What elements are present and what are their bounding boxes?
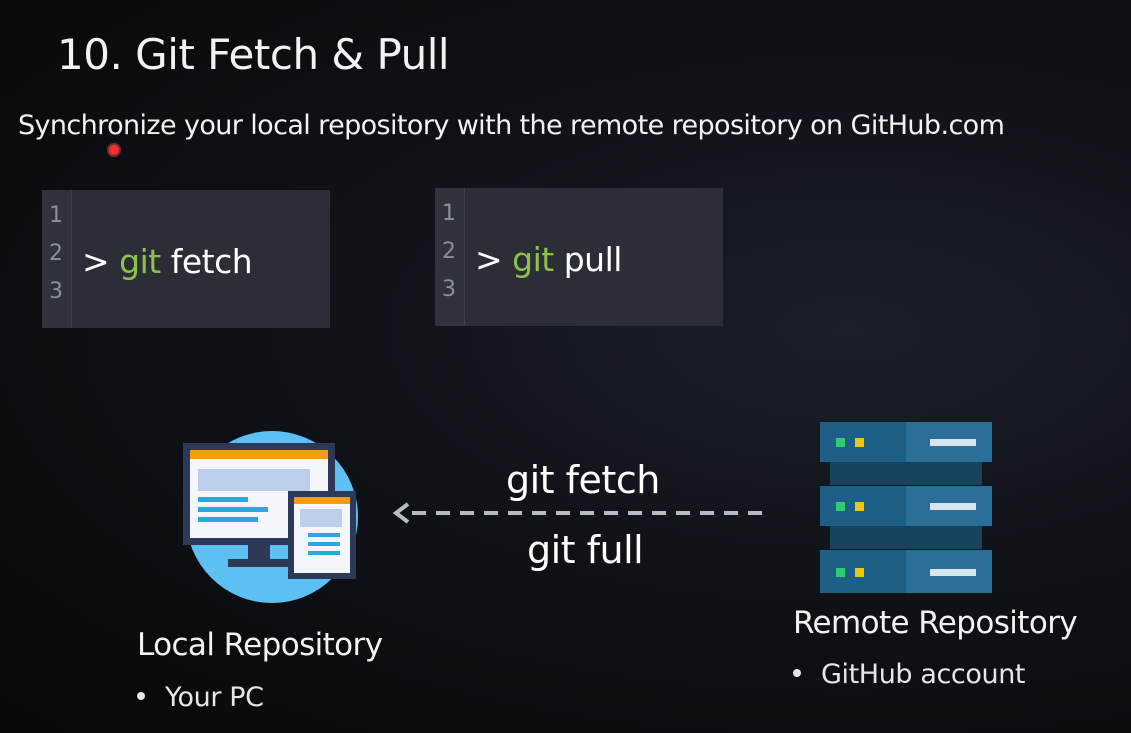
computer-icon (183, 431, 358, 603)
code-keyword: git (512, 240, 554, 279)
code-command: > git pull (475, 240, 622, 279)
code-command: > git fetch (82, 242, 253, 281)
code-prompt: > (475, 240, 503, 279)
local-repo-title: Local Repository (137, 627, 383, 663)
code-subcommand: pull (563, 240, 623, 279)
code-block-fetch: 1 2 3 > git fetch (42, 190, 330, 328)
remote-repo-bullet-text: GitHub account (821, 659, 1026, 690)
code-subcommand: fetch (170, 242, 253, 281)
bullet-dot (137, 691, 145, 700)
local-repo-bullet: Your PC (137, 682, 264, 713)
code-gutter (42, 190, 72, 328)
line-number: 3 (49, 279, 63, 304)
line-number: 3 (442, 277, 456, 302)
line-number: 2 (49, 241, 63, 266)
server-unit (820, 422, 992, 462)
local-repo-bullet-text: Your PC (165, 682, 264, 713)
line-number: 2 (442, 239, 456, 264)
line-number: 1 (49, 203, 63, 228)
slide-subtitle: Synchronize your local repository with t… (18, 110, 1005, 141)
dashed-arrow (392, 502, 770, 524)
slide-title: 10. Git Fetch & Pull (57, 30, 450, 79)
code-gutter (435, 188, 465, 326)
code-keyword: git (119, 242, 161, 281)
server-unit (820, 486, 992, 526)
server-icon (820, 422, 992, 593)
remote-repo-bullet: GitHub account (793, 659, 1026, 690)
server-unit (820, 550, 992, 593)
remote-repo-title: Remote Repository (793, 605, 1078, 641)
bullet-dot (793, 668, 801, 677)
line-number: 1 (442, 201, 456, 226)
cursor-pointer-icon (109, 145, 119, 155)
arrow-label-top: git fetch (506, 458, 660, 502)
arrow-label-bottom: git full (527, 528, 644, 572)
arrow-head-icon (392, 502, 410, 524)
code-block-pull: 1 2 3 > git pull (435, 188, 723, 326)
code-prompt: > (82, 242, 110, 281)
